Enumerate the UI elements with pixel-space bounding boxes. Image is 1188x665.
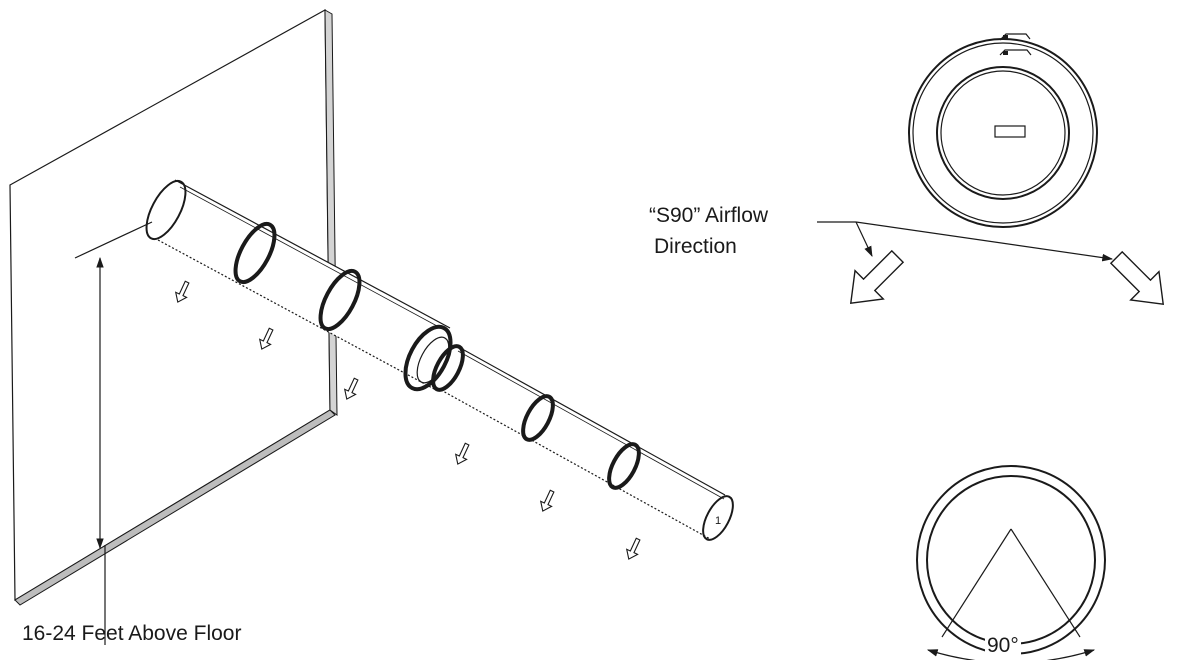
- airflow-direction-arrow-right: [1101, 242, 1179, 320]
- discharge-angle-view: [916, 465, 1106, 664]
- svg-text:1: 1: [715, 515, 721, 527]
- airflow-arrow-5: [536, 488, 559, 515]
- airflow-direction-arrows: [835, 241, 1179, 320]
- airflow-direction-leaders: [817, 221, 1114, 262]
- airflow-arrow-1: [171, 279, 194, 306]
- airflow-arrow-4: [451, 441, 474, 468]
- airflow-direction-label-line1: “S90” Airflow: [649, 204, 769, 227]
- airflow-direction-arrow-left: [835, 241, 913, 319]
- angle-label: 90°: [985, 634, 1021, 659]
- height-dimension: [74, 221, 153, 645]
- height-range-label: 16-24 Feet Above Floor: [22, 622, 242, 645]
- airflow-arrow-3: [340, 376, 363, 403]
- airflow-arrow-2: [255, 326, 278, 353]
- airflow-arrow-6: [622, 536, 645, 563]
- fabric-duct: 1: [145, 179, 734, 541]
- duct-end-view: [908, 33, 1098, 228]
- airflow-direction-label-line2: Direction: [654, 235, 737, 258]
